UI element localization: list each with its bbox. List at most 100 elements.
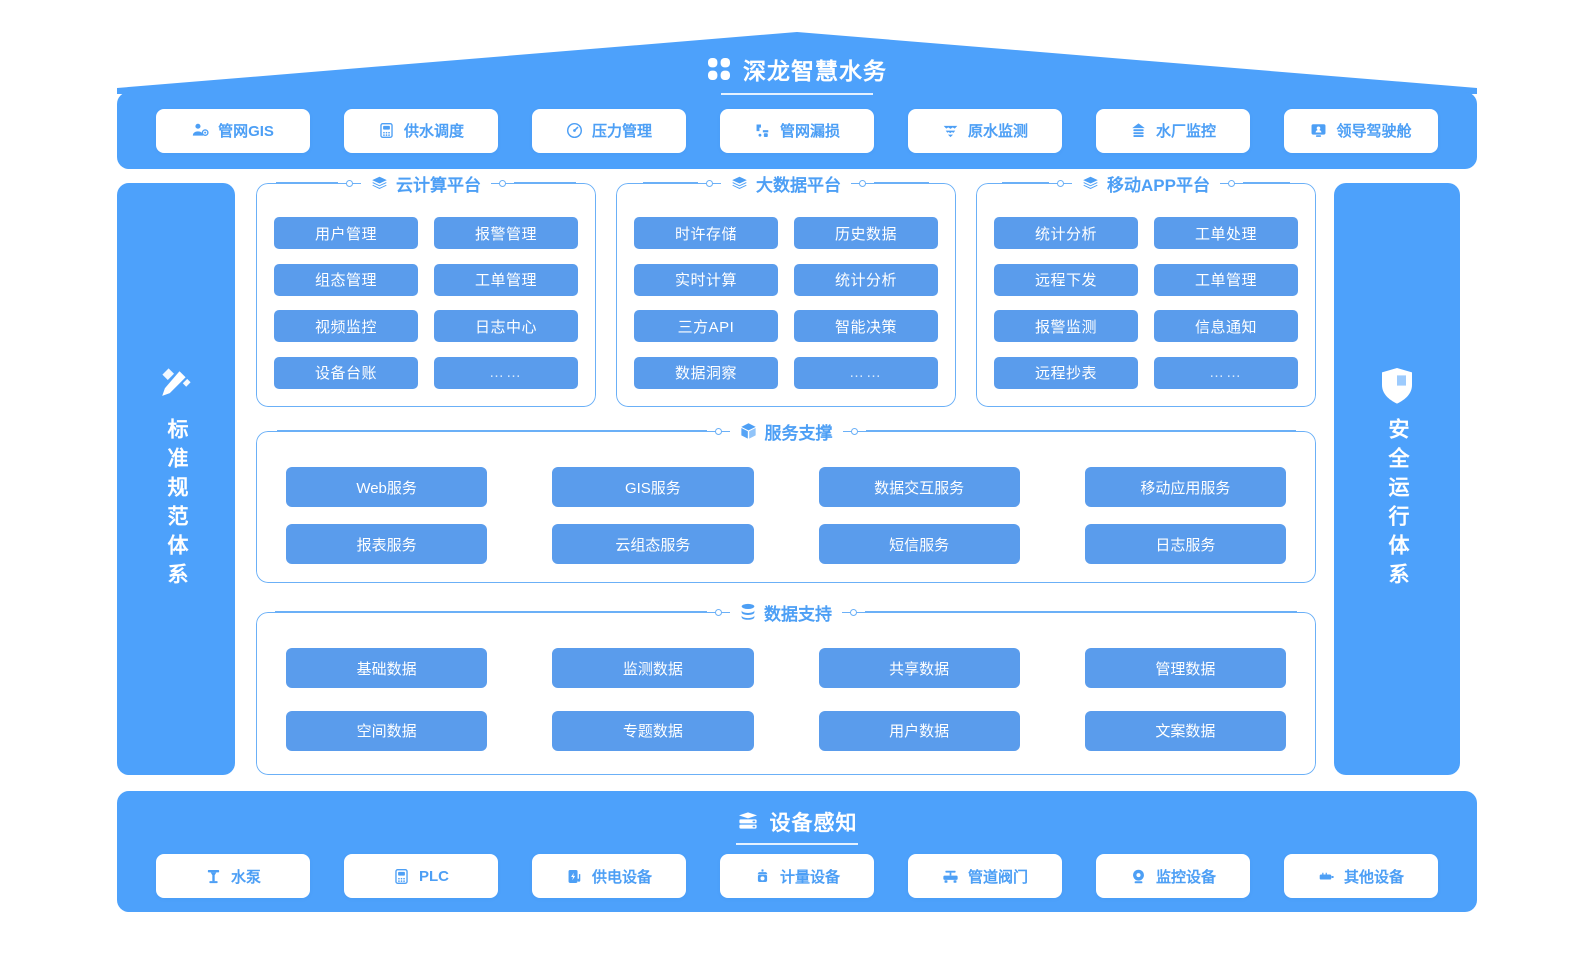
device-item-pipe-valve[interactable]: 管道阀门 bbox=[908, 854, 1062, 898]
chip-item[interactable]: 用户管理 bbox=[274, 217, 418, 249]
chip-item-more[interactable]: …… bbox=[434, 356, 578, 389]
device-row: 水泵 PLC bbox=[117, 854, 1477, 898]
chip-item[interactable]: 用户数据 bbox=[818, 710, 1020, 751]
device-item-power-supply[interactable]: 供电设备 bbox=[532, 854, 686, 898]
device-label: 监控设备 bbox=[1155, 868, 1216, 886]
chip-item[interactable]: 基础数据 bbox=[286, 648, 488, 688]
chip-item[interactable]: GIS服务 bbox=[552, 467, 754, 507]
chip-item[interactable]: 数据洞察 bbox=[634, 356, 778, 389]
top-nav: 管网GIS 供水调度 bbox=[117, 92, 1477, 169]
panel-mobile-platform: 移动APP平台 统计分析 工单处理 远程下发 工单管理 报警监测 信息通知 远程… bbox=[976, 170, 1316, 407]
plant-house-icon bbox=[1130, 122, 1147, 139]
nav-item-shuichang-jiankong[interactable]: 水厂监控 bbox=[1096, 108, 1250, 153]
dashboard-monitor-icon bbox=[1310, 122, 1327, 139]
meter-icon bbox=[754, 868, 771, 885]
chip-item[interactable]: 云组态服务 bbox=[552, 524, 754, 564]
chip-item[interactable]: 管理数据 bbox=[1084, 648, 1286, 688]
panel-items: 统计分析 工单处理 远程下发 工单管理 报警监测 信息通知 远程抄表 …… bbox=[976, 183, 1316, 407]
chip-item[interactable]: 短信服务 bbox=[818, 524, 1020, 564]
pillar-security: 安全运行体系 bbox=[1334, 183, 1460, 775]
chip-item[interactable]: 信息通知 bbox=[1154, 310, 1298, 342]
panel-bigdata-platform: 大数据平台 时许存储 历史数据 实时计算 统计分析 三方API 智能决策 数据洞… bbox=[616, 170, 956, 407]
pencil-ruler-icon bbox=[156, 366, 196, 406]
device-label: 其他设备 bbox=[1343, 868, 1404, 886]
panel-items: 时许存储 历史数据 实时计算 统计分析 三方API 智能决策 数据洞察 …… bbox=[616, 183, 956, 407]
cctv-camera-icon bbox=[1130, 868, 1147, 885]
device-label: 供电设备 bbox=[591, 868, 652, 886]
device-item-plc[interactable]: PLC bbox=[344, 854, 498, 898]
device-item-water-pump[interactable]: 水泵 bbox=[156, 854, 310, 898]
chip-item-more[interactable]: …… bbox=[1154, 356, 1298, 389]
chip-item[interactable]: 远程抄表 bbox=[994, 356, 1138, 389]
panel-data-support: 数据支持 基础数据 监测数据 共享数据 管理数据 空间数据 专题数据 用户数据 … bbox=[256, 599, 1316, 775]
chip-item[interactable]: 智能决策 bbox=[794, 310, 938, 342]
nav-item-yali-guanli[interactable]: 压力管理 bbox=[532, 108, 686, 153]
plc-controller-icon bbox=[393, 868, 410, 885]
nav-item-guanwang-loushun[interactable]: 管网漏损 bbox=[720, 108, 874, 153]
chip-item-more[interactable]: …… bbox=[794, 356, 938, 389]
plc-controller-icon bbox=[378, 122, 395, 139]
chip-item[interactable]: 工单处理 bbox=[1154, 217, 1298, 249]
power-supply-icon bbox=[566, 868, 583, 885]
chip-item[interactable]: 报警管理 bbox=[434, 217, 578, 249]
device-label: 计量设备 bbox=[779, 868, 840, 886]
chip-item[interactable]: 日志服务 bbox=[1084, 524, 1286, 564]
water-pump-icon bbox=[205, 868, 222, 885]
panel-items: Web服务 GIS服务 数据交互服务 移动应用服务 报表服务 云组态服务 短信服… bbox=[256, 431, 1316, 583]
pillar-security-label: 安全运行体系 bbox=[1386, 418, 1409, 592]
nav-label: 管网漏损 bbox=[779, 123, 840, 140]
chip-item[interactable]: 文案数据 bbox=[1084, 710, 1286, 751]
footer-underline bbox=[736, 843, 858, 845]
nav-label: 水厂监控 bbox=[1155, 123, 1216, 140]
chip-item[interactable]: 三方API bbox=[634, 310, 778, 342]
footer-title-group: 设备感知 bbox=[117, 807, 1477, 845]
nav-label: 原水监测 bbox=[967, 123, 1028, 140]
shield-icon bbox=[1379, 366, 1415, 406]
chip-item[interactable]: 设备台账 bbox=[274, 356, 418, 389]
chip-item[interactable]: 工单管理 bbox=[434, 263, 578, 296]
device-item-cctv-camera[interactable]: 监控设备 bbox=[1096, 854, 1250, 898]
panel-cloud-platform: 云计算平台 用户管理 报警管理 组态管理 工单管理 视频监控 日志中心 设备台账… bbox=[256, 170, 596, 407]
nav-item-gongshui-diaodu[interactable]: 供水调度 bbox=[344, 108, 498, 153]
chip-item[interactable]: 组态管理 bbox=[274, 263, 418, 296]
chip-item[interactable]: 远程下发 bbox=[994, 263, 1138, 296]
pillar-standards: 标准规范体系 bbox=[117, 183, 235, 775]
header-band: 深龙智慧水务 管网GIS bbox=[117, 58, 1477, 169]
device-label: 水泵 bbox=[230, 868, 261, 886]
chip-item[interactable]: 视频监控 bbox=[274, 310, 418, 342]
chip-item[interactable]: 专题数据 bbox=[552, 710, 754, 751]
chip-item[interactable]: Web服务 bbox=[286, 467, 488, 507]
chip-item[interactable]: 数据交互服务 bbox=[818, 467, 1020, 507]
chip-item[interactable]: 统计分析 bbox=[994, 217, 1138, 249]
router-device-icon bbox=[1318, 868, 1335, 885]
device-label: PLC bbox=[419, 867, 449, 885]
device-item-other[interactable]: 其他设备 bbox=[1284, 854, 1438, 898]
nav-label: 管网GIS bbox=[218, 123, 274, 140]
pipe-valve-icon bbox=[942, 868, 959, 885]
device-item-meter[interactable]: 计量设备 bbox=[720, 854, 874, 898]
nav-item-lingdao-jiashicang[interactable]: 领导驾驶舱 bbox=[1284, 108, 1438, 153]
nav-item-yuanshui-jiance[interactable]: 原水监测 bbox=[908, 108, 1062, 153]
panel-items: 基础数据 监测数据 共享数据 管理数据 空间数据 专题数据 用户数据 文案数据 bbox=[256, 612, 1316, 775]
chip-item[interactable]: 空间数据 bbox=[286, 710, 488, 751]
chip-item[interactable]: 统计分析 bbox=[794, 263, 938, 296]
chip-item[interactable]: 报警监测 bbox=[994, 310, 1138, 342]
footer-band: 设备感知 水泵 bbox=[117, 791, 1477, 912]
chip-item[interactable]: 日志中心 bbox=[434, 310, 578, 342]
panel-items: 用户管理 报警管理 组态管理 工单管理 视频监控 日志中心 设备台账 …… bbox=[256, 183, 596, 407]
pillar-standards-label: 标准规范体系 bbox=[165, 418, 188, 592]
chip-item[interactable]: 共享数据 bbox=[818, 648, 1020, 688]
chip-item[interactable]: 监测数据 bbox=[552, 648, 754, 688]
device-label: 管道阀门 bbox=[967, 868, 1028, 886]
chip-item[interactable]: 实时计算 bbox=[634, 263, 778, 296]
water-wave-icon bbox=[942, 122, 959, 139]
nav-item-guanwang-gis[interactable]: 管网GIS bbox=[156, 108, 310, 153]
chip-item[interactable]: 报表服务 bbox=[286, 524, 488, 564]
nav-label: 压力管理 bbox=[591, 123, 652, 140]
chip-item[interactable]: 历史数据 bbox=[794, 217, 938, 249]
nav-label: 领导驾驶舱 bbox=[1336, 123, 1412, 140]
chip-item[interactable]: 时许存储 bbox=[634, 217, 778, 249]
chip-item[interactable]: 移动应用服务 bbox=[1084, 467, 1286, 507]
chip-item[interactable]: 工单管理 bbox=[1154, 263, 1298, 296]
